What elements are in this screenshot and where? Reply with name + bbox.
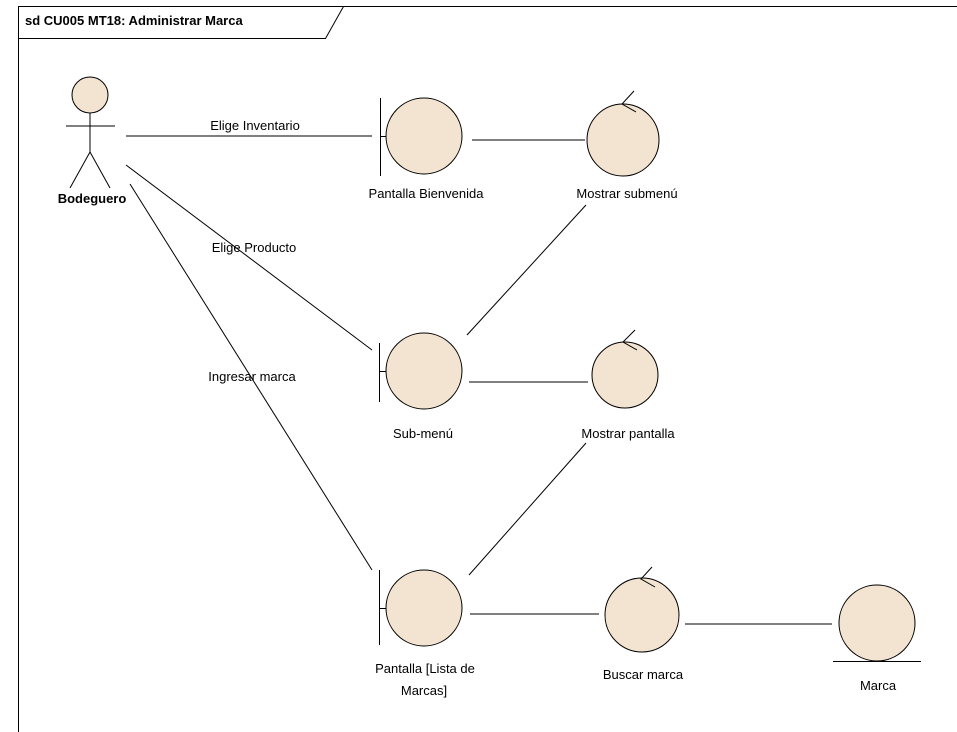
boundary-icon xyxy=(379,569,463,647)
actor-bodeguero[interactable]: Bodeguero xyxy=(58,76,127,206)
control-mostrar-submenu[interactable]: Mostrar submenú xyxy=(576,90,678,201)
control-buscar-marca[interactable]: Buscar marca xyxy=(603,566,684,682)
control-label: Buscar marca xyxy=(603,667,684,682)
link-submenu-mostrar-submenu xyxy=(466,204,587,336)
actor-label: Bodeguero xyxy=(58,191,127,206)
boundary-pantalla-bienvenida[interactable]: Pantalla Bienvenida xyxy=(369,97,485,201)
actor-stick-figure-icon xyxy=(66,76,115,189)
control-label: Mostrar submenú xyxy=(576,186,677,201)
control-icon xyxy=(604,566,680,653)
boundary-label: Pantalla Bienvenida xyxy=(369,186,485,201)
boundary-icon xyxy=(380,97,463,176)
frame-title: sd CU005 MT18: Administrar Marca xyxy=(25,13,243,28)
entity-icon xyxy=(833,584,921,662)
control-mostrar-pantalla[interactable]: Mostrar pantalla xyxy=(581,329,675,441)
connectors xyxy=(125,135,832,625)
boundary-pantalla-lista-marcas[interactable]: Pantalla [Lista de Marcas] xyxy=(375,569,475,698)
boundary-icon xyxy=(379,332,463,410)
boundary-sub-menu[interactable]: Sub-menú xyxy=(379,332,463,441)
frame-title-tab xyxy=(18,6,344,39)
control-icon xyxy=(591,329,659,409)
control-label: Mostrar pantalla xyxy=(581,426,675,441)
boundary-label-line1: Pantalla [Lista de xyxy=(375,661,475,676)
message-label-ingresar-marca: Ingresar marca xyxy=(208,369,296,384)
entity-marca[interactable]: Marca xyxy=(833,584,921,693)
boundary-label: Sub-menú xyxy=(393,426,453,441)
message-label-elige-inventario: Elige Inventario xyxy=(210,118,300,133)
link-actor-lista xyxy=(129,183,373,571)
link-lista-mostrar-pantalla xyxy=(468,442,587,576)
boundary-label-line2: Marcas] xyxy=(401,683,447,698)
control-icon xyxy=(586,90,660,177)
message-label-elige-producto: Elige Producto xyxy=(212,240,297,255)
link-actor-submenu xyxy=(125,164,373,351)
diagram-frame: sd CU005 MT18: Administrar Marca xyxy=(18,6,957,732)
entity-label: Marca xyxy=(860,678,897,693)
